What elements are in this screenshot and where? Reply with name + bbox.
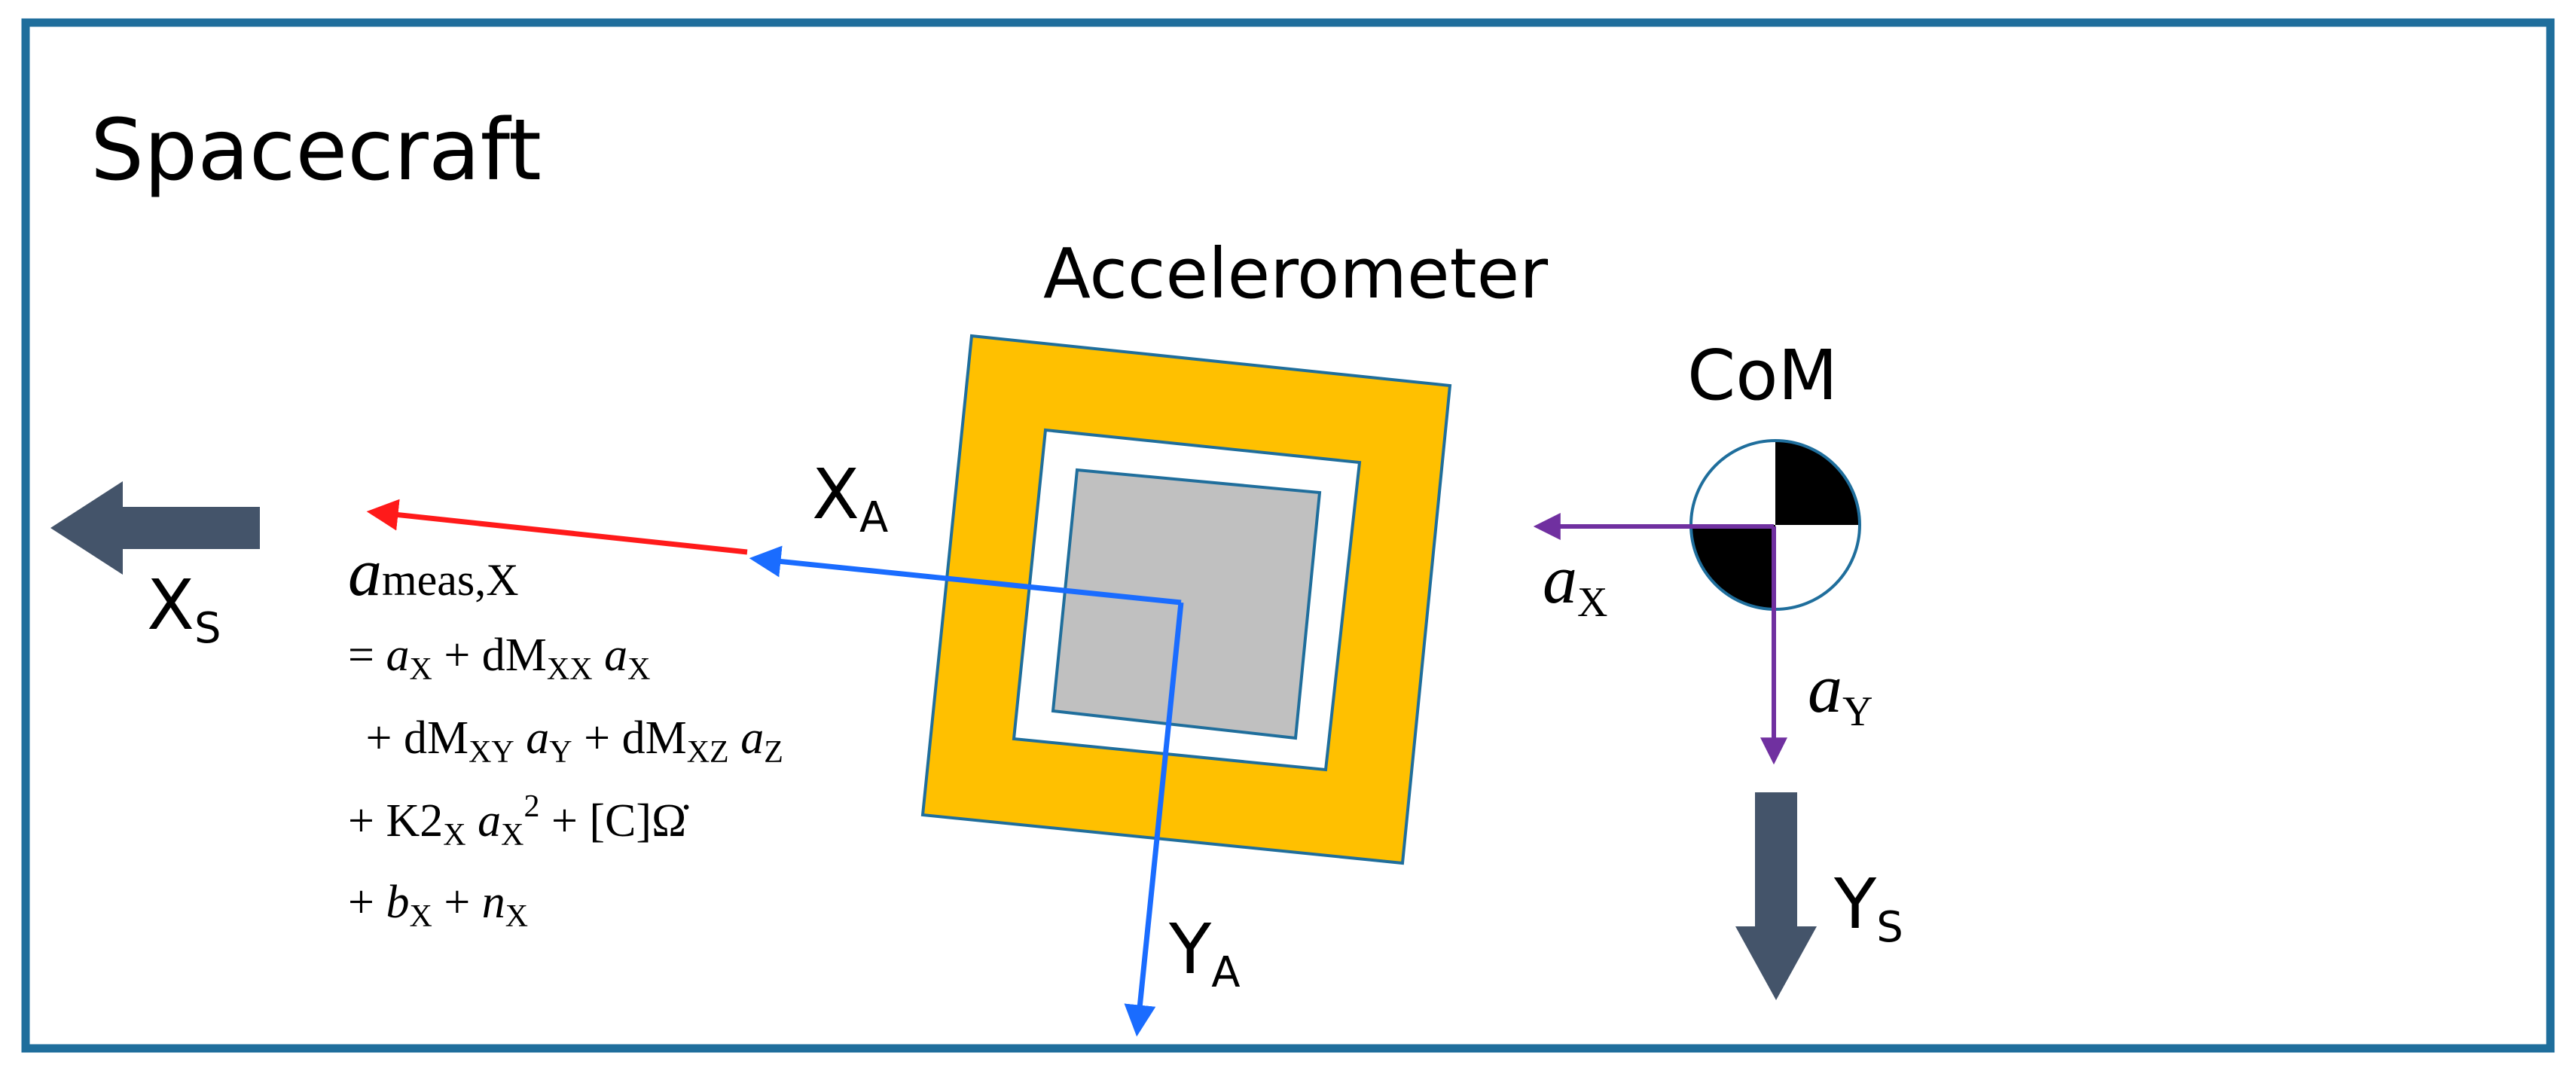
com-ay-label: aY	[1808, 650, 1872, 735]
spacecraft-x-axis-label: XS	[147, 565, 221, 653]
spacecraft-label: Spacecraft	[90, 102, 542, 200]
accel-x-axis-label: XA	[812, 454, 888, 542]
equation-line-1: = aX + dMXX aX	[348, 630, 650, 687]
accel-y-axis-label: YA	[1168, 909, 1241, 997]
equation-lhs: ameas,X	[348, 535, 519, 610]
spacecraft-y-axis-arrow	[1735, 792, 1817, 1000]
accelerometer-proof-mass	[1051, 468, 1322, 740]
com-symbol	[1689, 439, 1861, 611]
measurement-equation: ameas,X = aX + dMXX aX + dMXY aY + dMXZ …	[348, 535, 783, 934]
accel-x-axis-arrow	[749, 545, 1182, 606]
accel-y-axis-arrow	[1124, 602, 1184, 1037]
equation-line-4: + bX + nX	[348, 877, 528, 934]
equation-line-3: + K2X aX2 + [C]Ω̇	[348, 789, 689, 853]
measured-acceleration-arrow	[366, 499, 748, 555]
spacecraft-x-axis-arrow	[50, 481, 260, 575]
spacecraft-y-axis-label: YS	[1833, 864, 1903, 952]
equation-line-2: + dMXY aY + dMXZ aZ	[354, 712, 783, 770]
com-ax-label: aX	[1543, 541, 1607, 626]
accelerometer-label: Accelerometer	[1043, 233, 1548, 314]
com-label: CoM	[1687, 335, 1838, 416]
